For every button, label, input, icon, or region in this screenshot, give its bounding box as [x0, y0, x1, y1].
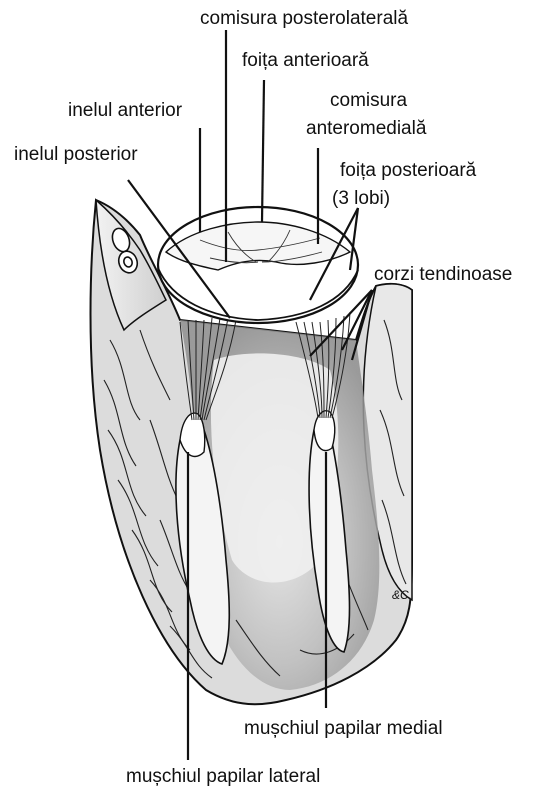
label-papillary-medial: mușchiul papilar medial [244, 718, 443, 740]
label-papillary-lateral: mușchiul papilar lateral [126, 766, 320, 788]
label-leaflet-anterior: foița anterioară [242, 50, 369, 72]
label-commissure-anteromedial-1: comisura [330, 90, 407, 112]
label-ring-anterior: inelul anterior [68, 100, 182, 122]
label-commissure-anteromedial-2: anteromedială [306, 118, 426, 140]
label-ring-posterior: inelul posterior [14, 144, 138, 166]
label-leaflet-posterior-2: (3 lobi) [332, 188, 390, 210]
label-commissure-posterolateral: comisura posterolaterală [200, 8, 408, 30]
artist-signature: &C. [392, 584, 412, 606]
label-leaflet-posterior-1: foița posterioară [340, 160, 476, 182]
label-chordae: corzi tendinoase [374, 264, 512, 286]
